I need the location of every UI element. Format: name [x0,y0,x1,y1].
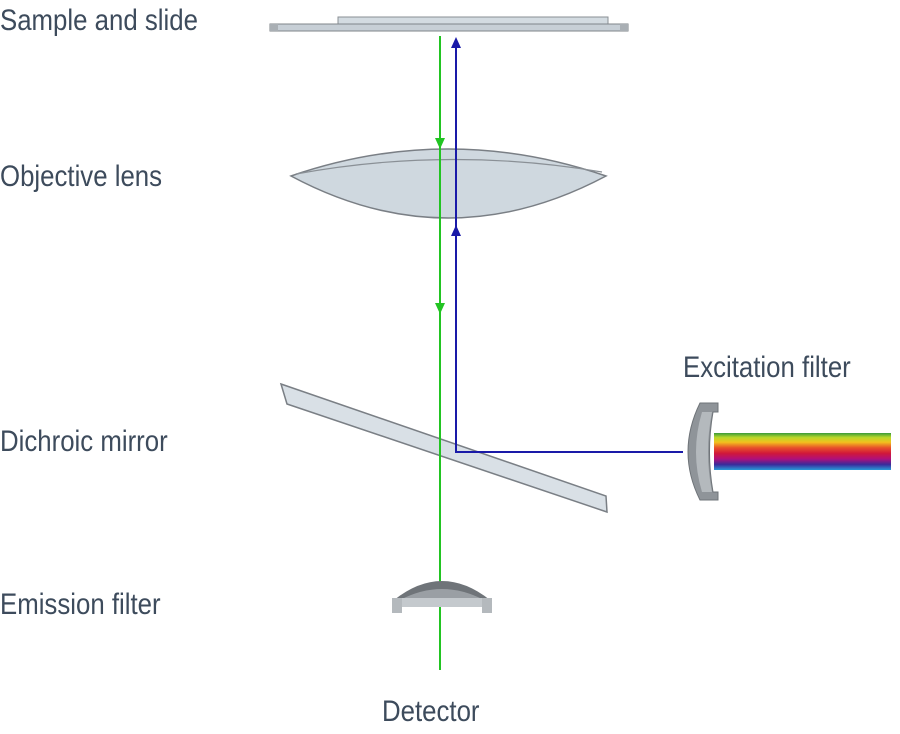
label-excitation-filter: Excitation filter [683,351,851,384]
emission-filter [392,581,492,613]
dichroic-mirror [279,382,608,514]
emission-light-path [435,36,445,670]
label-detector: Detector [382,695,480,728]
light-source-beam [714,433,891,470]
arrow-up-icon [451,37,461,48]
excitation-filter [687,402,891,501]
sample-slide [269,16,629,32]
label-sample-and-slide: Sample and slide [0,4,198,37]
label-dichroic-mirror: Dichroic mirror [0,425,168,458]
label-emission-filter: Emission filter [0,588,161,621]
arrow-up-icon [451,225,461,236]
excitation-light-path [451,37,683,453]
label-objective-lens: Objective lens [0,160,163,193]
arrow-down-icon [435,138,445,149]
objective-lens [289,148,608,219]
arrow-down-icon [435,303,445,314]
